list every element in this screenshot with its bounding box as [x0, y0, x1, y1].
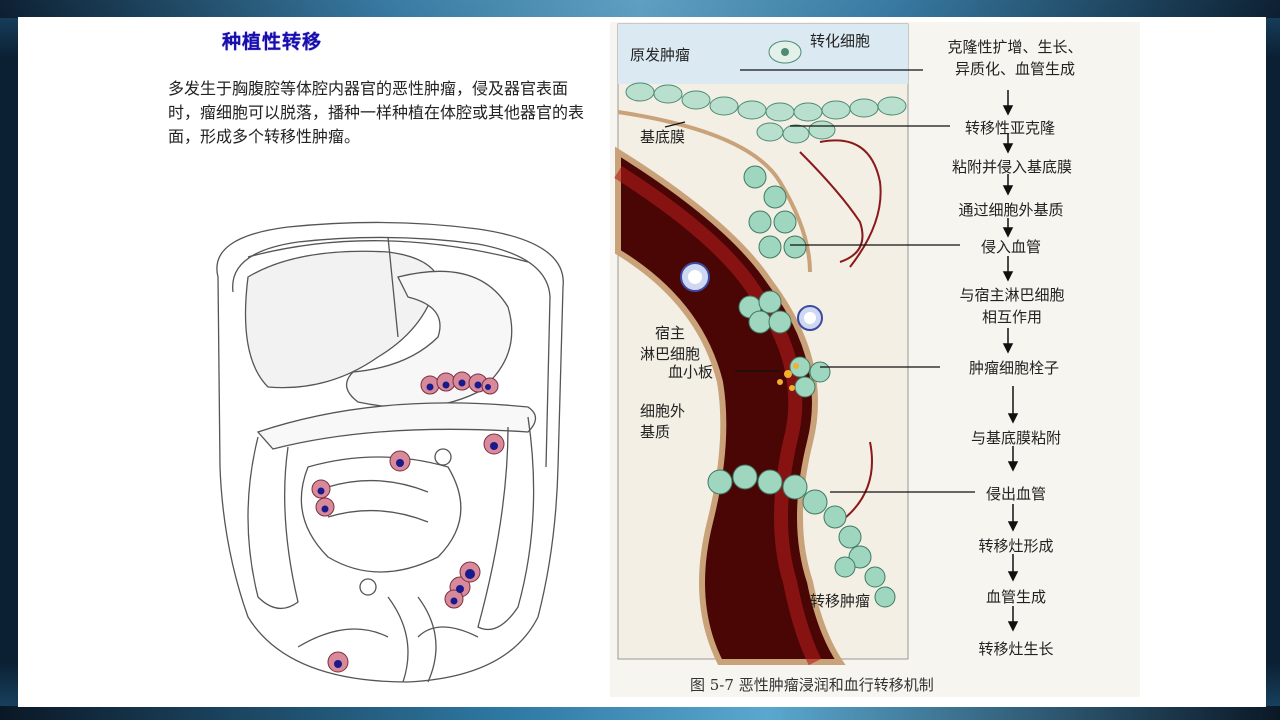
label-host-lymphocyte: 宿主 淋巴细胞 [640, 324, 701, 363]
step-12: 转移灶生长 [978, 640, 1054, 658]
abdomen-illustration [216, 221, 564, 683]
step-10: 转移灶形成 [978, 537, 1054, 555]
step-4: 通过细胞外基质 [958, 201, 1064, 219]
slide-title: 种植性转移 [222, 31, 323, 53]
step-7: 肿瘤细胞栓子 [968, 359, 1059, 377]
step-6: 与宿主淋巴细胞 相互作用 [959, 286, 1065, 326]
label-primary-tumor: 原发肿瘤 [630, 46, 691, 64]
step-8: 与基底膜粘附 [970, 429, 1061, 447]
step-1: 克隆性扩增、生长、 异质化、血管生成 [947, 38, 1083, 78]
metastasis-diagram-art [614, 23, 1019, 666]
step-5: 侵入血管 [980, 238, 1041, 256]
step-3: 粘附并侵入基底膜 [951, 158, 1072, 176]
label-ecm: 细胞外 基质 [640, 402, 686, 441]
slide-paragraph: 多发生于胸腹腔等体腔内器官的恶性肿瘤，侵及器官表面时，瘤细胞可以脱落，播种一样种… [168, 79, 585, 146]
slide: 种植性转移 多发生于胸腹腔等体腔内器官的恶性肿瘤，侵及器官表面时，瘤细胞可以脱落… [18, 17, 1266, 707]
label-metastatic-tumor: 转移肿瘤 [810, 592, 871, 610]
step-9: 侵出血管 [985, 485, 1046, 503]
step-2: 转移性亚克隆 [964, 119, 1055, 137]
metastasis-diagram: 原发肿瘤 转化细胞 基底膜 宿主 淋巴细胞 血小板 细胞外 基质 转移肿瘤 克隆… [610, 22, 1140, 697]
figure-caption: 图 5-7 恶性肿瘤浸润和血行转移机制 [690, 676, 934, 694]
label-transformed-cell: 转化细胞 [810, 32, 871, 50]
label-platelet: 血小板 [668, 363, 714, 381]
background-bottom-band [0, 706, 1280, 720]
label-basement-membrane: 基底膜 [640, 128, 686, 146]
step-11: 血管生成 [985, 588, 1046, 606]
